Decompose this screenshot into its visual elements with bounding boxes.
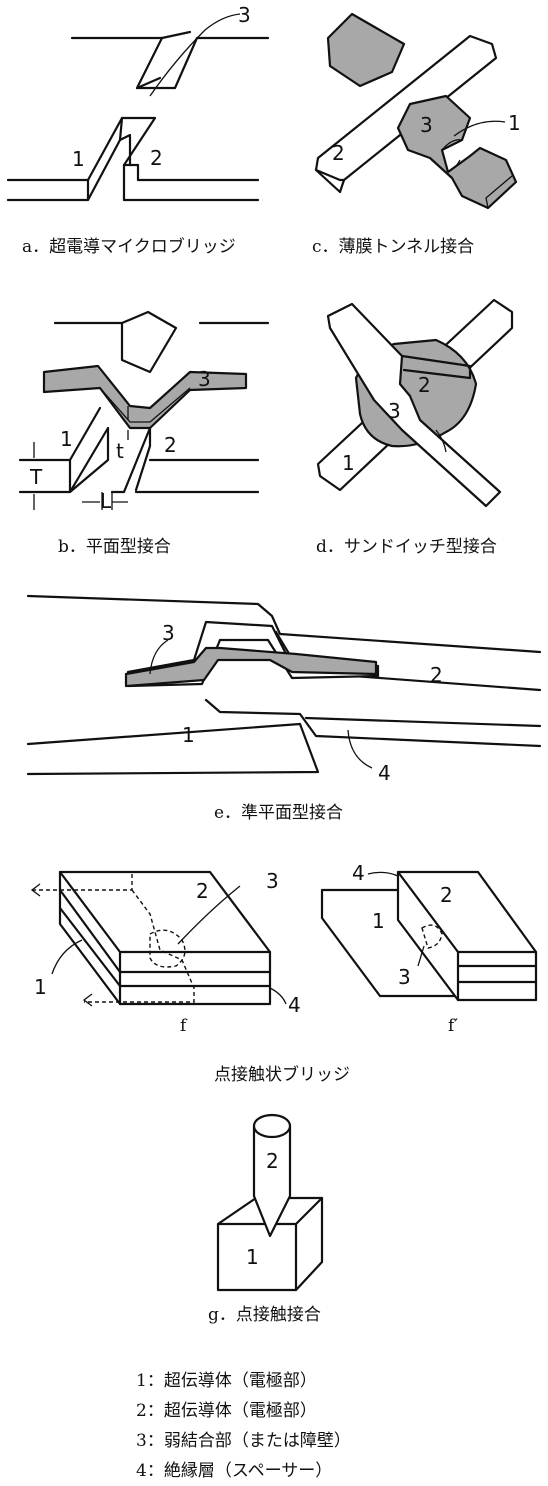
label-T: T [29,465,43,489]
caption-f: f [180,1016,187,1036]
label-2: 2 [164,433,177,457]
label-4: 4 [378,761,391,785]
label-3: 3 [198,367,211,391]
label-1: 1 [508,111,521,135]
label-1: 1 [182,723,195,747]
diagram-d-sandwich: 2 3 1 [316,298,514,508]
label-2: 2 [430,663,443,687]
caption-point-bridge: 点接触状ブリッジ [214,1065,350,1085]
label-1: 1 [246,1245,259,1269]
caption-f-prime: f′ [448,1016,459,1036]
label-3: 3 [238,3,251,27]
diagram-f-prime-step: 4 2 1 3 [320,861,538,1002]
legend-item-4: 4：絶縁層（スペーサー） [136,1461,333,1481]
caption-a: a．超電導マイクロブリッジ [22,237,236,257]
label-1: 1 [72,147,85,171]
label-4: 4 [352,861,365,885]
caption-c: c．薄膜トンネル接合 [312,237,475,257]
legend-item-3: 3：弱結合部（または障壁） [136,1431,351,1451]
legend-item-1: 1：超伝導体（電極部） [136,1371,317,1391]
label-2: 2 [150,146,163,170]
caption-g: g．点接触接合 [208,1305,321,1325]
label-2: 2 [332,141,345,165]
label-3: 3 [162,621,175,645]
label-3: 3 [266,869,279,893]
label-3: 3 [398,965,411,989]
diagram-c-tunnel: 2 3 1 [314,12,521,210]
label-2: 2 [196,879,209,903]
diagram-a-microbridge: 3 1 2 [6,3,270,202]
diagram-f-stack: 2 3 1 4 [30,869,301,1017]
label-1: 1 [342,451,355,475]
diagram-b-planar: 1 3 2 T L t [18,310,270,513]
caption-d: d．サンドイッチ型接合 [316,537,497,557]
label-4: 4 [288,993,301,1017]
label-2: 2 [418,373,431,397]
legend-item-2: 2：超伝導体（電極部） [136,1401,317,1421]
caption-e: e．準平面型接合 [214,803,344,823]
label-2: 2 [266,1149,279,1173]
diagram-e-quasiplanar: 3 2 1 4 [26,594,542,785]
label-1: 1 [34,975,47,999]
diagram-g-point-contact: 2 1 [216,1113,324,1292]
label-L: L [100,489,112,513]
label-3: 3 [388,399,401,423]
caption-b: b．平面型接合 [58,537,171,557]
label-t: t [116,439,124,463]
label-1: 1 [372,909,385,933]
label-3: 3 [420,113,433,137]
label-1: 1 [60,427,73,451]
label-2: 2 [440,883,453,907]
